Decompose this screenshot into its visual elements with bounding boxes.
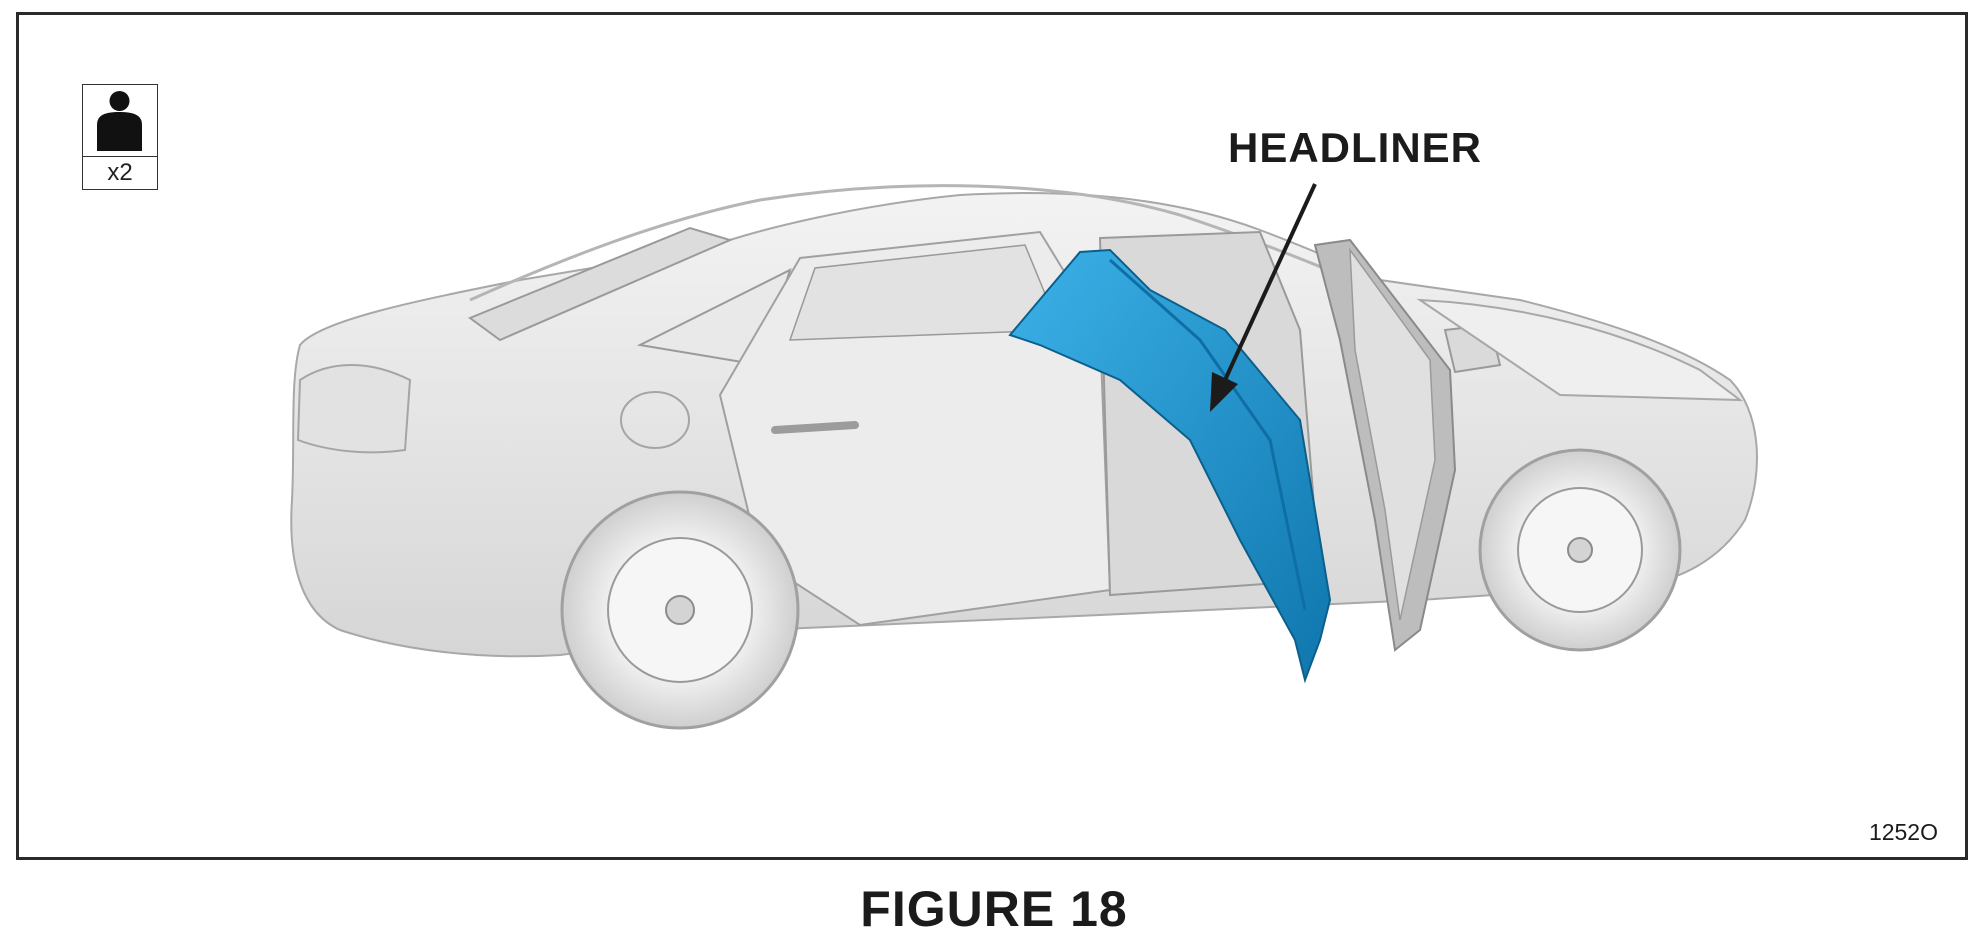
tail-light: [296, 364, 412, 454]
open-front-door-inner: [1349, 247, 1436, 621]
rear-door-handle: [771, 421, 859, 434]
rear-door-window: [788, 244, 1062, 341]
reference-code: 1252O: [1868, 819, 1938, 845]
callout-arrow-line: [1223, 183, 1317, 381]
hood: [1416, 298, 1744, 402]
callout-arrowhead: [1210, 372, 1238, 412]
headliner-edge: [1109, 258, 1307, 611]
fuel-door: [620, 391, 690, 449]
headliner-callout-label: HEADLINER: [1228, 124, 1483, 171]
figure-caption: FIGURE 18: [860, 881, 1128, 937]
headliner-panel: [1008, 248, 1332, 684]
rear-window: [467, 226, 733, 342]
person-icon: [83, 85, 157, 157]
front-wheel: [1478, 448, 1682, 652]
rear-wheel: [560, 490, 800, 730]
persons-required-badge: x2: [82, 84, 158, 190]
persons-count: x2: [107, 159, 133, 186]
